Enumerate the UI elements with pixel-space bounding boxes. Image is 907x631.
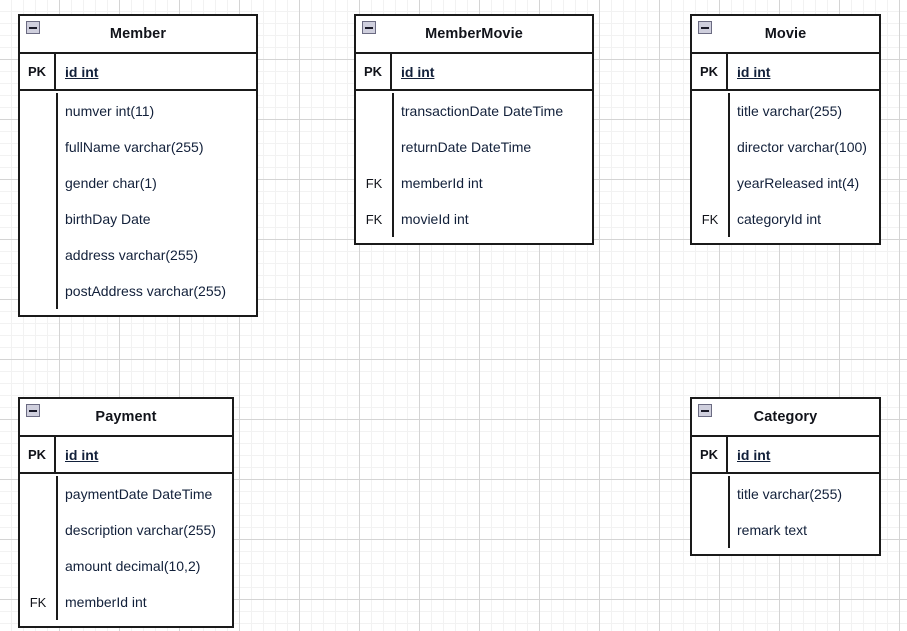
attribute-name: categoryId int (737, 211, 822, 227)
minus-bar (365, 26, 373, 29)
entity-header: MemberMovie (356, 16, 592, 54)
entity-header: Movie (692, 16, 879, 54)
attribute-name: fullName varchar(255) (65, 139, 204, 155)
attribute-name: address varchar(255) (65, 247, 199, 263)
attribute-name: amount decimal(10,2) (65, 558, 201, 574)
attribute-row[interactable]: yearReleased int(4) (692, 165, 879, 201)
attribute-name: id int (401, 63, 435, 80)
attribute-list: title varchar(255) director varchar(100) y… (692, 91, 879, 243)
attribute-row[interactable]: FK categoryId int (692, 201, 879, 237)
entity-title: Category (753, 408, 818, 425)
key-badge: PK (692, 437, 728, 472)
attribute-row[interactable]: director varchar(100) (692, 129, 879, 165)
primary-key-row[interactable]: PK id int (692, 54, 879, 91)
attribute-row[interactable]: FK memberId int (20, 584, 232, 620)
primary-key-row[interactable]: PK id int (356, 54, 592, 91)
attribute-list: paymentDate DateTime description varchar(… (20, 474, 232, 626)
attribute-name: id int (65, 63, 99, 80)
attribute-row[interactable]: numver int(11) (20, 93, 256, 129)
minus-bar (701, 409, 709, 412)
attribute-row[interactable]: postAddress varchar(255) (20, 273, 256, 309)
attribute-row[interactable]: FK movieId int (356, 201, 592, 237)
column-divider (56, 476, 58, 620)
attribute-name: description varchar(255) (65, 522, 216, 538)
attribute-name: memberId int (401, 175, 483, 191)
collapse-minus-icon[interactable] (362, 21, 376, 34)
key-badge: FK (29, 594, 47, 610)
attribute-row[interactable]: description varchar(255) (20, 512, 232, 548)
attribute-row[interactable]: amount decimal(10,2) (20, 548, 232, 584)
attribute-row[interactable]: title varchar(255) (692, 476, 879, 512)
entity-header: Category (692, 399, 879, 437)
key-badge: FK (701, 211, 719, 227)
entity-title: Movie (764, 25, 807, 42)
attribute-row[interactable]: transactionDate DateTime (356, 93, 592, 129)
attribute-name: title varchar(255) (737, 486, 843, 502)
minus-bar (701, 26, 709, 29)
primary-key-row[interactable]: PK id int (20, 54, 256, 91)
primary-key-row[interactable]: PK id int (20, 437, 232, 474)
collapse-minus-icon[interactable] (698, 404, 712, 417)
attribute-list: transactionDate DateTime returnDate DateT… (356, 91, 592, 243)
attribute-name: id int (65, 446, 99, 463)
attribute-list: numver int(11) fullName varchar(255) gende… (20, 91, 256, 315)
minus-bar (29, 409, 37, 412)
attribute-row[interactable]: FK memberId int (356, 165, 592, 201)
attribute-name: memberId int (65, 594, 147, 610)
column-divider (728, 476, 730, 548)
attribute-name: gender char(1) (65, 175, 157, 191)
attribute-row[interactable]: gender char(1) (20, 165, 256, 201)
attribute-list: title varchar(255) remark text (692, 474, 879, 554)
attribute-name: movieId int (401, 211, 469, 227)
attribute-name: birthDay Date (65, 211, 151, 227)
attribute-row[interactable]: birthDay Date (20, 201, 256, 237)
attribute-row[interactable]: title varchar(255) (692, 93, 879, 129)
minus-bar (29, 26, 37, 29)
column-divider (56, 93, 58, 309)
attribute-name: director varchar(100) (737, 139, 867, 155)
attribute-row[interactable]: returnDate DateTime (356, 129, 592, 165)
entity-title: MemberMovie (425, 25, 523, 42)
attribute-row[interactable]: address varchar(255) (20, 237, 256, 273)
attribute-name: id int (737, 63, 771, 80)
attribute-name: transactionDate DateTime (401, 103, 564, 119)
column-divider (728, 93, 730, 237)
key-badge: PK (356, 54, 392, 89)
entity-title: Member (109, 25, 167, 42)
key-badge: FK (365, 175, 383, 191)
attribute-name: title varchar(255) (737, 103, 843, 119)
collapse-minus-icon[interactable] (26, 404, 40, 417)
entity-title: Payment (95, 408, 157, 425)
attribute-name: numver int(11) (65, 103, 155, 119)
attribute-name: remark text (737, 522, 808, 538)
attribute-name: paymentDate DateTime (65, 486, 213, 502)
collapse-minus-icon[interactable] (698, 21, 712, 34)
key-badge: PK (20, 54, 56, 89)
attribute-name: id int (737, 446, 771, 463)
attribute-name: yearReleased int(4) (737, 175, 860, 191)
key-badge: FK (365, 211, 383, 227)
attribute-row[interactable]: paymentDate DateTime (20, 476, 232, 512)
attribute-row[interactable]: remark text (692, 512, 879, 548)
column-divider (392, 93, 394, 237)
attribute-name: returnDate DateTime (401, 139, 532, 155)
key-badge: PK (692, 54, 728, 89)
attribute-row[interactable]: fullName varchar(255) (20, 129, 256, 165)
entity-header: Payment (20, 399, 232, 437)
entity-header: Member (20, 16, 256, 54)
primary-key-row[interactable]: PK id int (692, 437, 879, 474)
key-badge: PK (20, 437, 56, 472)
collapse-minus-icon[interactable] (26, 21, 40, 34)
attribute-name: postAddress varchar(255) (65, 283, 227, 299)
